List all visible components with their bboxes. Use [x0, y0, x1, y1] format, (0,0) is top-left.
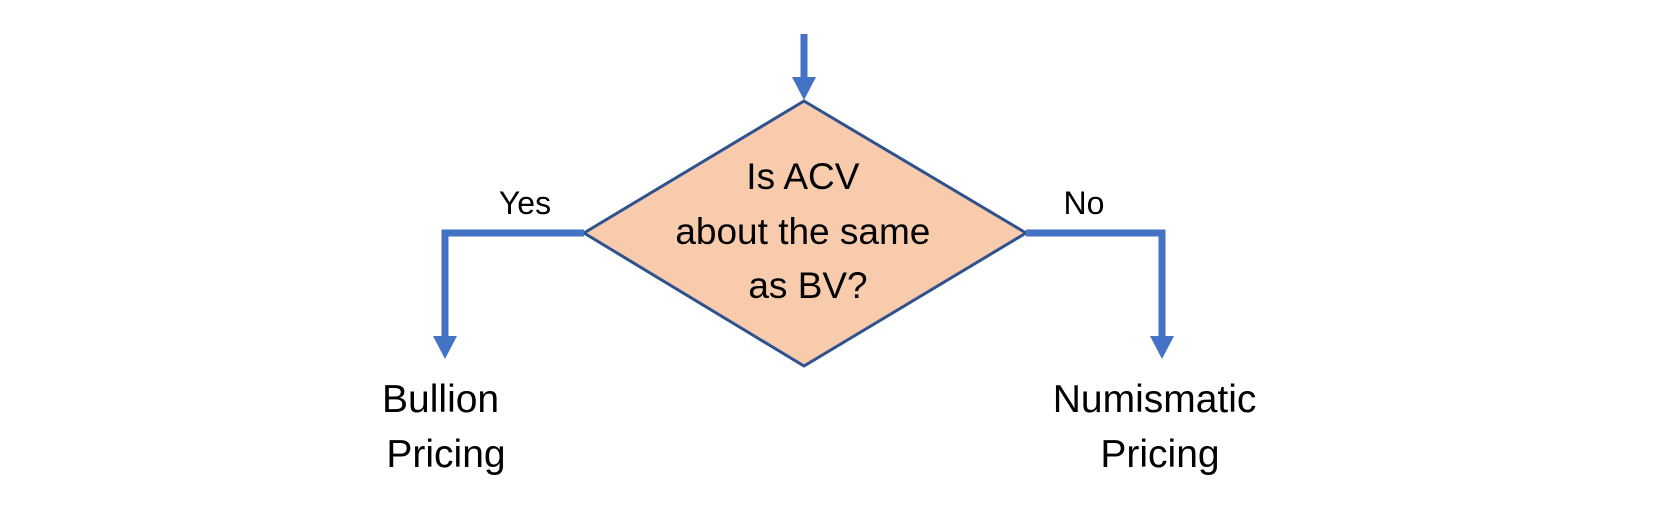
decision-text: Is ACV about the same as BV?	[675, 156, 940, 306]
no-branch: No	[1026, 185, 1174, 359]
no-connector	[1026, 229, 1166, 340]
incoming-arrow	[792, 34, 816, 100]
yes-connector	[441, 229, 584, 340]
bullion-outcome-line-1: Bullion	[382, 378, 499, 421]
no-arrowhead	[1150, 336, 1174, 359]
bullion-outcome-line-2: Pricing	[386, 433, 505, 476]
incoming-arrowhead	[792, 77, 816, 100]
decision-line-3: as BV?	[748, 265, 867, 306]
numismatic-outcome-line-1: Numismatic	[1053, 378, 1257, 421]
bullion-pricing-outcome: Bullion Pricing	[382, 378, 510, 476]
yes-arrowhead	[433, 336, 457, 359]
numismatic-outcome-line-2: Pricing	[1100, 433, 1219, 476]
numismatic-pricing-outcome: Numismatic Pricing	[1053, 378, 1268, 476]
decision-line-2: about the same	[675, 211, 930, 252]
decision-diamond	[581, 99, 1029, 368]
no-label: No	[1064, 185, 1105, 221]
yes-label: Yes	[499, 185, 551, 221]
decision-line-1: Is ACV	[746, 156, 859, 197]
yes-branch: Yes	[433, 185, 584, 359]
